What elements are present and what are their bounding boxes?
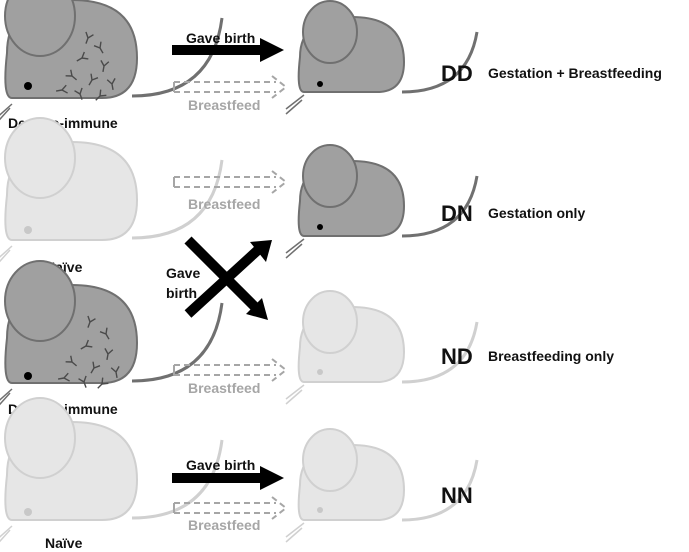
mouse-eye [24,226,32,234]
group-code: DN [441,201,473,226]
group-code: DD [441,61,473,86]
row-dd: Dengue-immune Gave birth Breastfeed DD G… [0,0,662,131]
gave-birth-label: Gave birth [186,30,255,46]
gave-birth-arrow [172,38,284,62]
breastfeed-label: Breastfeed [188,517,260,533]
group-code: NN [441,483,473,508]
breastfeed-arrow [173,358,288,382]
group-code: ND [441,344,473,369]
breastfeed-arrow [173,170,288,194]
mouse-eye [24,82,32,90]
breastfeed-label: Breastfeed [188,196,260,212]
pup-mouse-immune [284,0,479,116]
crossed-gave-birth-arrows [184,236,272,320]
pup-eye [317,507,323,513]
gave-birth-label: Gave birth [186,457,255,473]
mouse-eye [24,508,32,516]
breastfeed-label: Breastfeed [188,97,260,113]
mother-label-naive: Naïve [45,535,83,551]
row-dn: Naïve Breastfeed DN Gestation only [0,116,585,275]
group-description: Gestation + Breastfeeding [488,65,662,81]
pup-eye [317,224,323,230]
breastfeed-arrow [173,75,288,99]
group-description: Breastfeeding only [488,348,614,364]
row-nn: Naïve Gave birth Breastfeed NN [0,396,479,552]
pup-eye [317,81,323,87]
gave-birth-arrow [172,466,284,490]
pup-eye [317,369,323,375]
breastfeed-arrow [173,496,288,520]
breastfeed-label: Breastfeed [188,380,260,396]
gave-birth-label-line1: Gave [166,265,200,281]
row-nd: Dengue-immune Breastfeed ND Breastfeedin… [0,259,614,417]
mouse-eye [24,372,32,380]
gave-birth-label-line2: birth [166,285,197,301]
group-description: Gestation only [488,205,585,221]
